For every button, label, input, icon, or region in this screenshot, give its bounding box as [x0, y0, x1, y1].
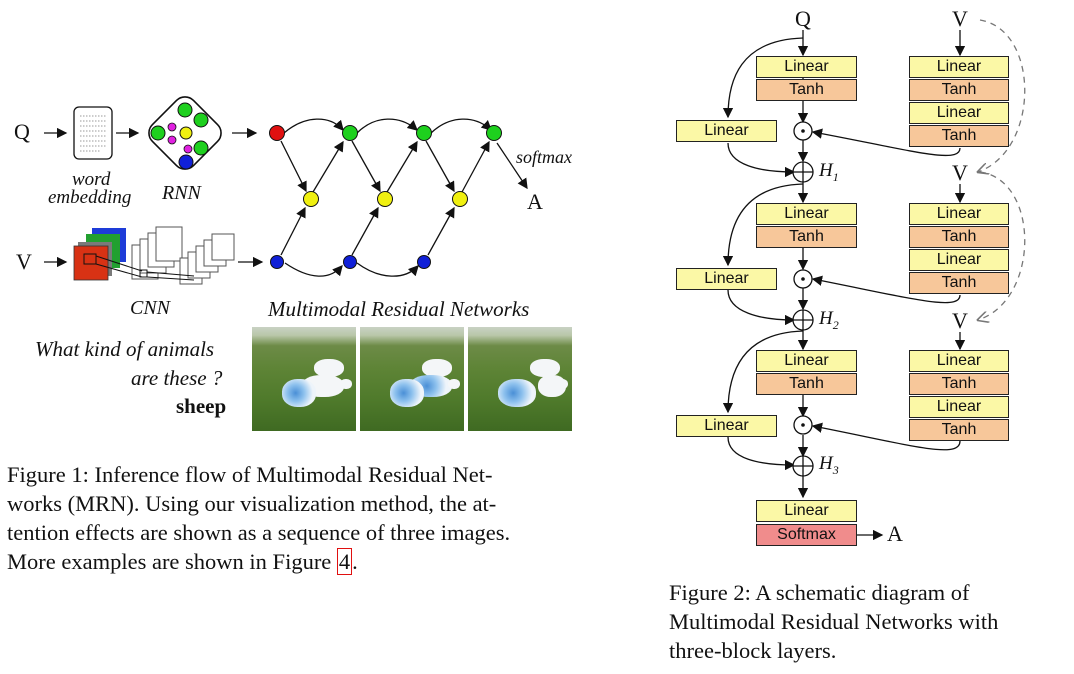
attention-image-1 — [252, 327, 356, 431]
word-embedding-label-line1: word — [72, 169, 111, 190]
h3-label-main: H — [819, 453, 833, 474]
linear-box: Linear — [676, 268, 777, 290]
tanh-box: Tanh — [909, 272, 1009, 294]
fig1-caption-text: More examples are shown in Figure — [7, 549, 337, 574]
h1-label-main: H — [819, 160, 833, 181]
fig2-caption-line: Multimodal Residual Networks with — [669, 609, 999, 634]
attention-image-2 — [360, 327, 464, 431]
h1-label: H1 — [819, 160, 839, 185]
answer-label: sheep — [176, 394, 227, 418]
blue-node — [417, 255, 431, 269]
linear-box: Linear — [909, 102, 1009, 124]
blue-node — [270, 255, 284, 269]
fig1-caption-line-4: More examples are shown in Figure 4. — [7, 547, 358, 576]
green-node — [416, 125, 432, 141]
tanh-box: Tanh — [909, 79, 1009, 101]
fig2-input-q: Q — [795, 6, 811, 31]
fig1-input-q: Q — [14, 119, 30, 144]
question-line1: What kind of animals — [35, 337, 215, 361]
question-line2: are these ? — [131, 366, 223, 390]
green-node — [486, 125, 502, 141]
rnn-label: RNN — [162, 182, 201, 204]
fig2-caption-line: Figure 2: A schematic diagram of — [669, 580, 970, 605]
tanh-box: Tanh — [756, 226, 857, 248]
fig2-v-repeat-2: V — [952, 308, 968, 333]
document-icon — [73, 106, 113, 160]
h2-label: H2 — [819, 308, 839, 333]
output-linear-box: Linear — [756, 500, 857, 522]
word-embedding-label-line2: embedding — [48, 187, 132, 208]
fig2-output-a: A — [887, 521, 903, 546]
linear-box: Linear — [676, 120, 777, 142]
linear-box: Linear — [756, 203, 857, 225]
fig2-v-repeat-1: V — [952, 160, 968, 185]
green-node — [342, 125, 358, 141]
softmax-box: Softmax — [756, 524, 857, 546]
tanh-box: Tanh — [909, 373, 1009, 395]
h1-label-sub: 1 — [832, 169, 839, 184]
red-node — [269, 125, 285, 141]
elementwise-multiply-icon — [793, 121, 813, 141]
yellow-node — [452, 191, 468, 207]
mrn-graph — [280, 118, 528, 277]
tanh-box: Tanh — [756, 373, 857, 395]
linear-box: Linear — [909, 249, 1009, 271]
yellow-node — [377, 191, 393, 207]
fig1-caption-end: . — [352, 549, 358, 574]
figure-4-link[interactable]: 4 — [336, 548, 353, 575]
cnn-label: CNN — [130, 297, 171, 319]
fig2-input-v: V — [952, 6, 968, 31]
elementwise-multiply-icon — [793, 269, 813, 289]
elementwise-sum-icon — [792, 455, 814, 477]
yellow-node — [303, 191, 319, 207]
linear-box: Linear — [909, 396, 1009, 418]
fig1-caption-line: tention effects are shown as a sequence … — [7, 520, 511, 545]
tanh-box: Tanh — [909, 125, 1009, 147]
elementwise-sum-icon — [792, 309, 814, 331]
linear-box: Linear — [909, 203, 1009, 225]
attention-image-3 — [468, 327, 572, 431]
figure1-diagram — [44, 96, 528, 285]
elementwise-sum-icon — [792, 161, 814, 183]
linear-box: Linear — [909, 350, 1009, 372]
h3-label: H3 — [819, 453, 839, 478]
elementwise-multiply-icon — [793, 415, 813, 435]
h3-label-sub: 3 — [832, 462, 839, 477]
tanh-box: Tanh — [909, 226, 1009, 248]
fig1-output-a: A — [527, 189, 543, 214]
blue-node — [343, 255, 357, 269]
fig1-caption-line: Figure 1: Inference flow of Multimodal R… — [7, 462, 493, 487]
softmax-label: softmax — [516, 147, 572, 167]
cnn-icon — [73, 226, 235, 285]
fig2-caption-line: three-block layers. — [669, 638, 837, 663]
tanh-box: Tanh — [756, 79, 857, 101]
linear-box: Linear — [909, 56, 1009, 78]
fig1-caption-line: works (MRN). Using our visualization met… — [7, 491, 497, 516]
tanh-box: Tanh — [909, 419, 1009, 441]
figure2-diagram — [722, 19, 1026, 541]
linear-box: Linear — [756, 56, 857, 78]
rnn-icon — [148, 96, 222, 170]
h2-label-main: H — [819, 308, 833, 329]
fig1-input-v: V — [16, 249, 32, 274]
h2-label-sub: 2 — [832, 317, 839, 332]
linear-box: Linear — [756, 350, 857, 372]
linear-box: Linear — [676, 415, 777, 437]
mrn-title: Multimodal Residual Networks — [268, 297, 530, 321]
